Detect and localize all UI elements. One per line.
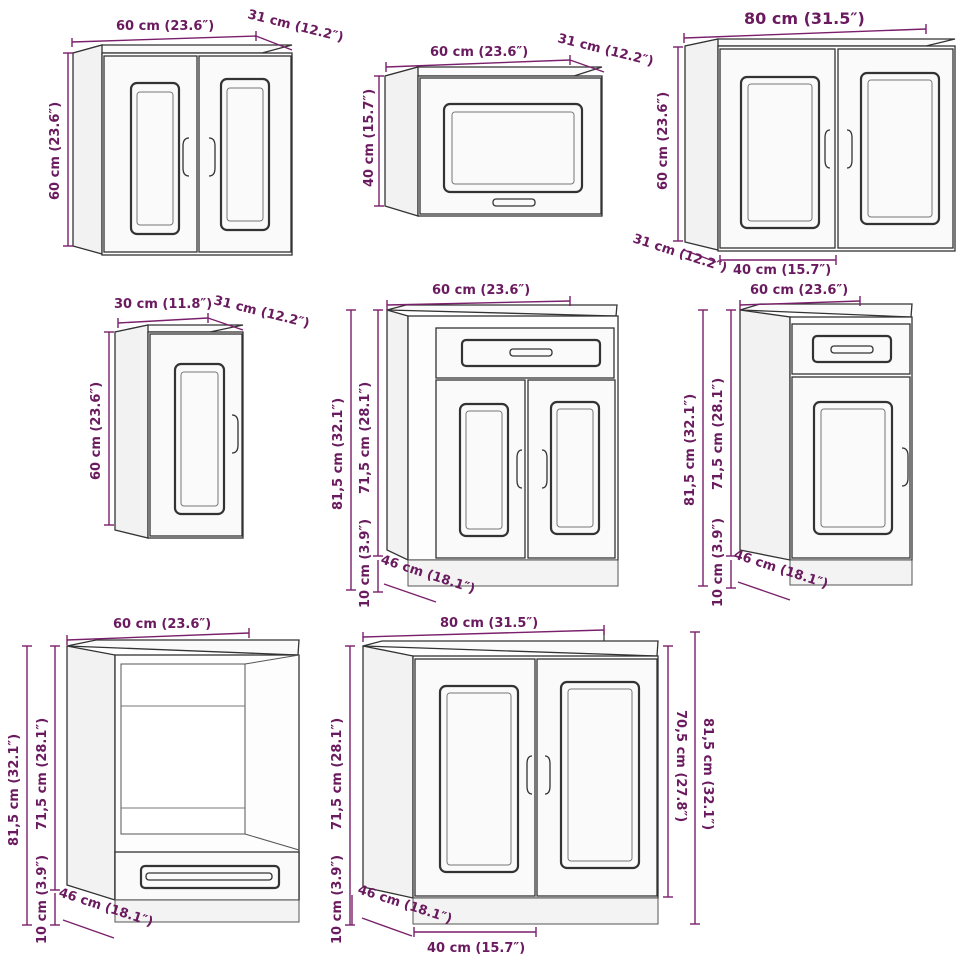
body-height-label: 71,5 cm (28.1″)	[35, 718, 50, 830]
width-label: 80 cm (31.5″)	[744, 9, 865, 28]
drawer-handle	[145, 872, 273, 881]
width-label: 60 cm (23.6″)	[113, 617, 211, 632]
plinth-label: 10 cm (3.9″)	[330, 855, 345, 944]
flap-handle	[492, 198, 536, 207]
wall-cabinet-60-flap: 60 cm (23.6″) 31 cm (12.2″) 40 cm (15.7″…	[362, 31, 655, 217]
drawer-handle	[830, 345, 874, 354]
base-cabinet-60-drawer-double: 60 cm (23.6″) 81,5 cm (32.1″) 71,5 cm (2…	[331, 283, 619, 608]
width-dim-line	[71, 35, 257, 43]
plinth-label: 10 cm (3.9″)	[35, 855, 50, 944]
drawer-handle	[509, 348, 553, 357]
height-label: 60 cm (23.6″)	[48, 102, 63, 200]
plinth-label: 10 cm (3.9″)	[711, 518, 726, 607]
width-label: 80 cm (31.5″)	[440, 616, 538, 631]
total-height-label: 81,5 cm (32.1″)	[331, 398, 346, 510]
body-height-label: 71,5 cm (28.1″)	[330, 718, 345, 830]
depth-label: 31 cm (12.2″)	[556, 31, 655, 69]
base-cabinet-60-drawer-single: 60 cm (23.6″) 81,5 cm (32.1″) 71,5 cm (2…	[683, 283, 913, 607]
door-left-inset	[136, 91, 174, 226]
handle-left	[182, 137, 190, 177]
height-label: 60 cm (23.6″)	[89, 382, 104, 480]
body-height-label: 71,5 cm (28.1″)	[358, 382, 373, 494]
total-height-label: 81,5 cm (32.1″)	[700, 718, 715, 830]
door-right-panel	[219, 77, 271, 232]
cabinet-side	[72, 44, 103, 255]
width-label: 60 cm (23.6″)	[432, 283, 530, 298]
wall-cabinet-30-single: 30 cm (11.8″) 31 cm (12.2″) 60 cm (23.6″…	[89, 293, 311, 539]
oven-opening	[120, 663, 246, 835]
depth-label: 31 cm (12.2″)	[246, 7, 345, 45]
plinth	[412, 897, 659, 925]
door-right-inset	[226, 87, 264, 222]
width-label: 30 cm (11.8″)	[114, 297, 212, 312]
sink-base-cabinet-80: 80 cm (31.5″) 71,5 cm (28.1″) 10 cm (3.9…	[330, 616, 715, 956]
wall-cabinet-80-double: 80 cm (31.5″) 60 cm (23.6″) 31 cm (12.2″…	[631, 9, 956, 278]
plinth	[407, 559, 619, 587]
door-left-panel	[129, 81, 181, 236]
width-label: 60 cm (23.6″)	[116, 19, 214, 34]
cabinet-top	[72, 44, 293, 54]
inner-width-label: 40 cm (15.7″)	[427, 941, 525, 956]
width-label: 60 cm (23.6″)	[430, 45, 528, 60]
body-height-label: 71,5 cm (28.1″)	[711, 378, 726, 490]
wall-cabinet-60-double: 60 cm (23.6″) 31 cm (12.2″) 60 cm (23.6″…	[48, 7, 345, 256]
plinth	[789, 559, 913, 586]
height-label: 40 cm (15.7″)	[362, 89, 377, 187]
inner-height-label: 70,5 cm (27.8″)	[673, 710, 688, 822]
width-label: 60 cm (23.6″)	[750, 283, 848, 298]
plinth-label: 10 cm (3.9″)	[358, 519, 373, 608]
flap-panel	[442, 102, 584, 194]
oven-cabinet-60: 60 cm (23.6″) 81,5 cm (32.1″) 71,5 cm (2…	[7, 617, 300, 944]
total-height-label: 81,5 cm (32.1″)	[683, 394, 698, 506]
plinth	[114, 899, 300, 923]
handle-right	[208, 137, 216, 177]
height-label: 60 cm (23.6″)	[656, 92, 671, 190]
inner-width-label: 40 cm (15.7″)	[733, 263, 831, 278]
total-height-label: 81,5 cm (32.1″)	[7, 734, 22, 846]
depth-dim-line	[255, 35, 293, 51]
